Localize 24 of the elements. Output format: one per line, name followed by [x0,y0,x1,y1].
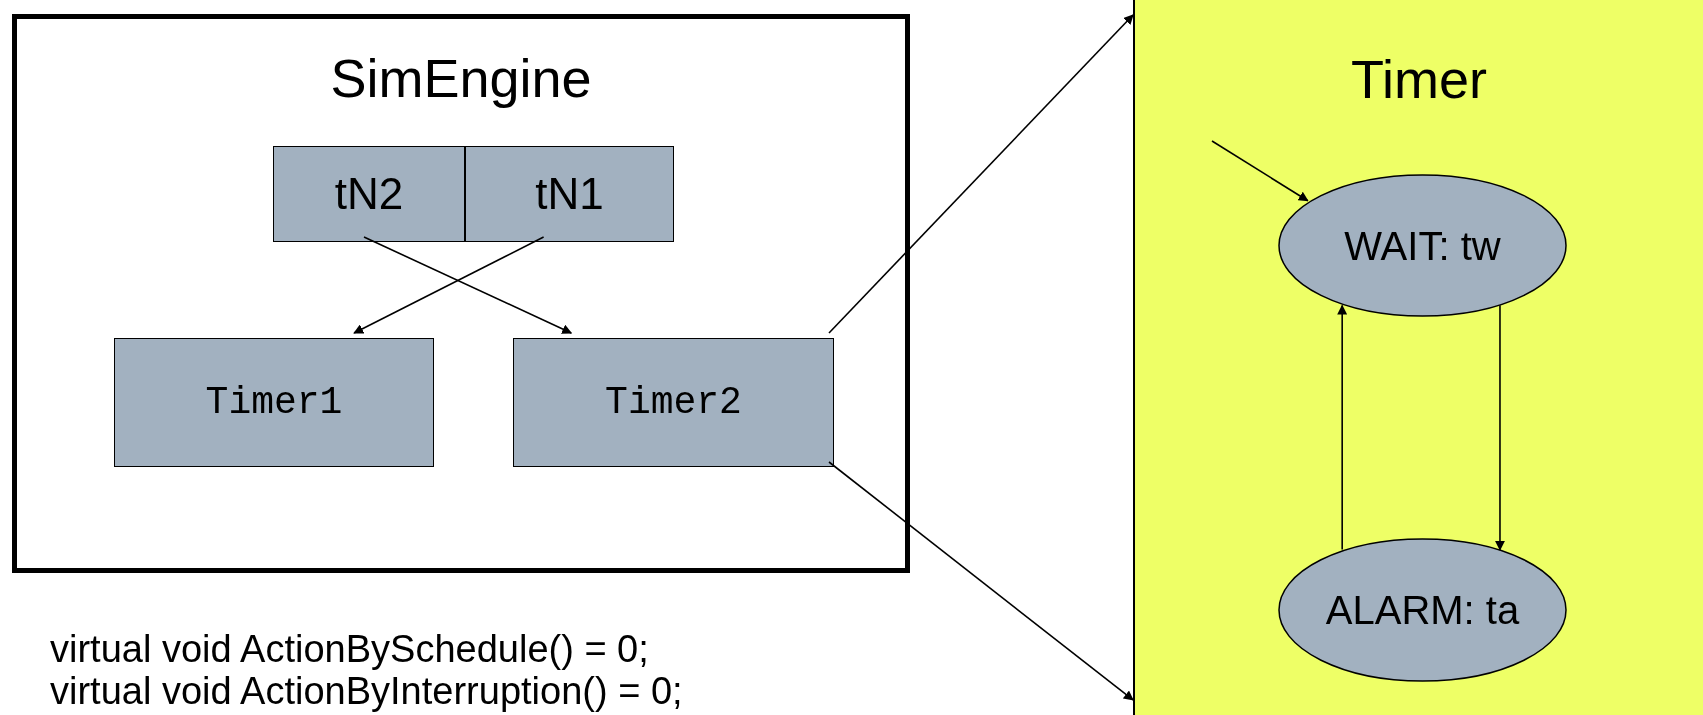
arrow [828,461,1134,701]
arrow [1495,304,1505,551]
state-panel [1133,0,1703,715]
state-ellipse [1278,174,1567,317]
code-line: virtual void ActionByInterruption() = 0; [50,670,683,712]
process-box [114,338,434,467]
code-line: virtual void ActionBySchedule() = 0; [50,628,650,670]
node-label: tN1 [535,168,604,220]
node-label: Timer2 [605,380,742,426]
state-ellipse [1278,538,1567,682]
process-box [465,146,674,242]
node-label: ALARM: ta [1325,587,1520,634]
engine-frame [12,14,910,573]
node-label: WAIT: tw [1344,222,1501,270]
arrow [1337,304,1348,551]
process-box [513,338,834,467]
node-label: tN2 [334,168,404,220]
title-text: Timer [1350,52,1488,106]
arrow [828,14,1134,334]
arrow [1211,140,1309,202]
arrow [353,236,545,334]
process-box [273,146,465,242]
arrow [363,236,573,334]
node-label: Timer1 [205,380,343,426]
